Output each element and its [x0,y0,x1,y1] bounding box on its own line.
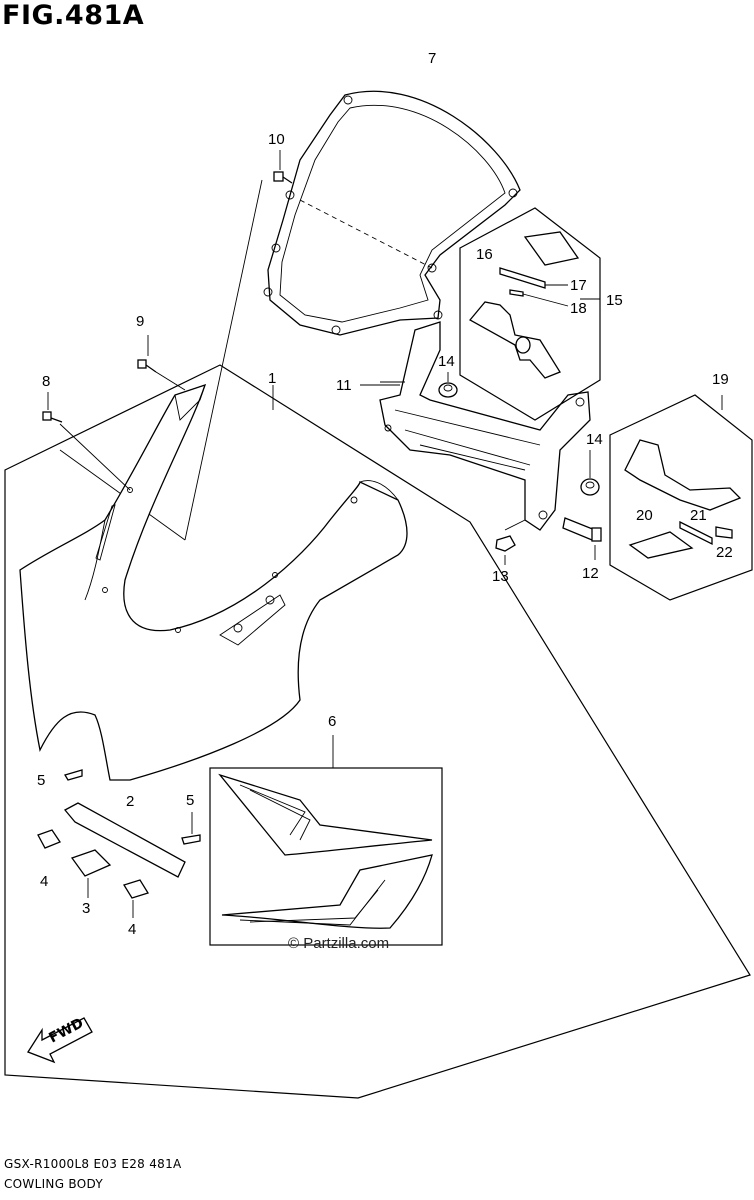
callout-13: 13 [492,568,509,585]
sponge-2[interactable] [63,802,186,878]
callout-5: 5 [186,792,194,809]
callout-1: 1 [268,370,276,387]
tape-5-left[interactable] [64,769,83,781]
callout-17: 17 [570,277,587,294]
model-code: GSX-R1000L8 E03 E28 481A [4,1157,182,1171]
collar-14-upper[interactable] [438,372,458,398]
callout-4: 4 [40,873,48,890]
decal-set-6[interactable] [218,773,433,929]
callout-10: 10 [268,131,285,148]
callout-4: 4 [128,921,136,938]
cowling-body-part[interactable] [19,383,408,781]
pad-4-right[interactable] [123,879,149,918]
kit-box-15 [459,207,601,421]
callout-7: 7 [428,50,436,67]
pad-4-left[interactable] [37,829,61,849]
bracket-part[interactable] [379,321,591,531]
callout-21: 21 [690,507,707,524]
callout-6: 6 [328,713,336,730]
callout-5: 5 [37,772,45,789]
fwd-arrow: FWD [27,1015,93,1064]
collar-14-right[interactable] [580,478,600,496]
callout-11: 11 [336,377,352,394]
callout-14: 14 [586,431,603,448]
tape-5-right[interactable] [181,812,201,845]
kit-15-parts[interactable] [468,231,580,379]
callout-20: 20 [636,507,653,524]
callout-3: 3 [82,900,90,917]
section-name: COWLING BODY [4,1177,103,1191]
nut-13[interactable] [495,519,526,552]
bolt-8[interactable] [42,411,131,491]
bolt-10[interactable] [273,171,293,184]
callout-14: 14 [438,353,455,370]
callout-8: 8 [42,373,50,390]
callout-19: 19 [712,371,729,388]
windscreen-part[interactable] [263,90,521,336]
bolt-9[interactable] [137,359,186,391]
callout-16: 16 [476,246,493,263]
callout-12: 12 [582,565,599,582]
kit-19-parts[interactable] [624,439,742,559]
bolt-12[interactable] [562,517,602,542]
callout-2: 2 [126,793,134,810]
callout-9: 9 [136,313,144,330]
callout-18: 18 [570,300,587,317]
figure-title: FIG.481A [2,0,145,31]
decal-box-6 [209,767,443,946]
callout-22: 22 [716,544,733,561]
callout-15: 15 [606,292,623,309]
watermark: © Partzilla.com [288,935,389,952]
kit-box-19 [609,394,753,601]
cowling-group-outline [4,364,751,1099]
pad-3[interactable] [70,849,112,898]
